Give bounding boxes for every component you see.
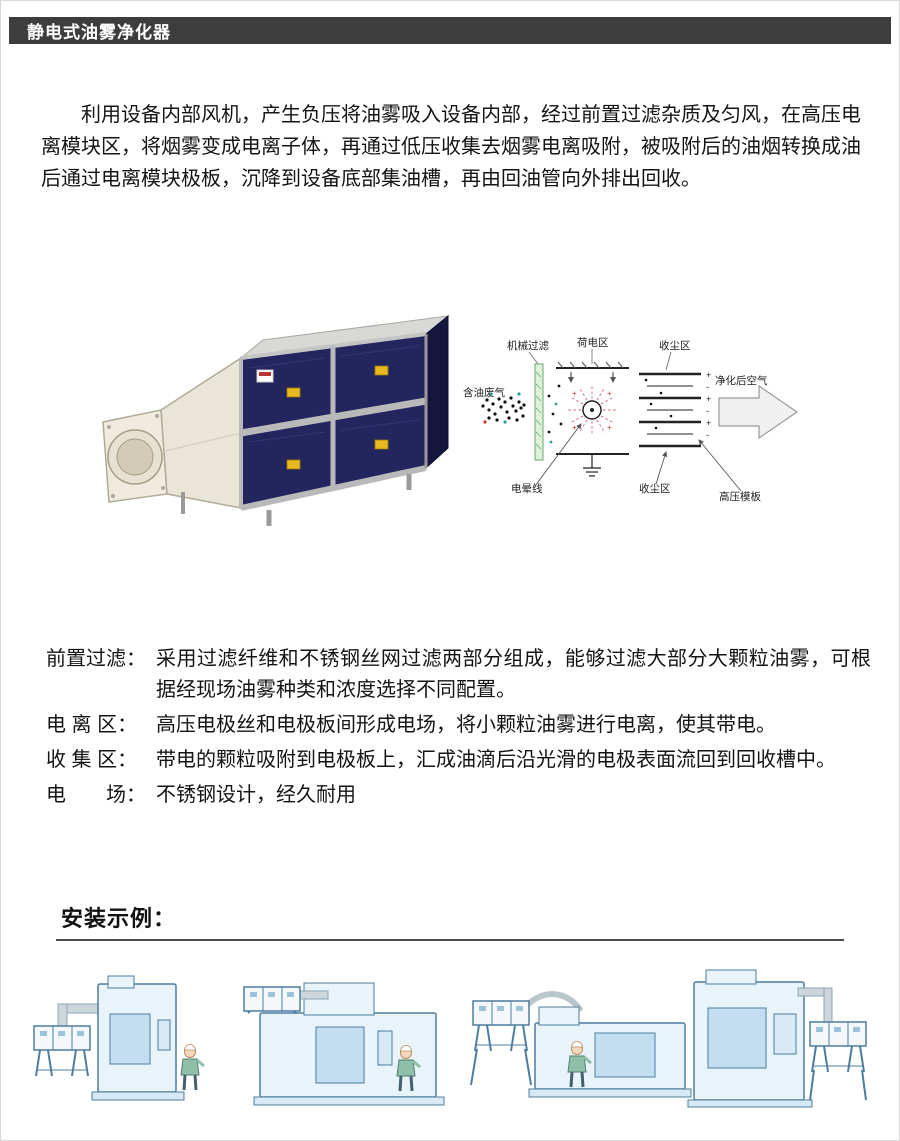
svg-text:-: -: [706, 430, 709, 440]
working-principle-diagram: 机械过滤 荷电区 收尘区 含油废气: [463, 336, 799, 503]
label-collect-zone-bottom: 收尘区: [639, 482, 671, 495]
svg-text:+: +: [607, 389, 612, 398]
section-divider: [56, 939, 844, 941]
label-inlet: 含油废气: [463, 386, 505, 399]
feature-desc: 高压电极丝和电极板间形成电场，将小颗粒油雾进行电离，使其带电。: [156, 714, 776, 736]
page-title: 静电式油雾净化器: [27, 23, 171, 42]
feature-row-collection: 收 集 区： 带电的颗粒吸附到电极板上，汇成油滴后沿光滑的电极表面流回到回收槽中…: [46, 745, 871, 776]
feature-desc: 采用过滤纤维和不锈钢丝网过滤两部分组成，能够过滤大部分大颗粒油雾，可根据经现场油…: [156, 648, 871, 701]
install-example-1: [33, 975, 206, 1101]
feature-term: 电 离 区：: [46, 714, 138, 736]
feature-desc: 带电的颗粒吸附到电极板上，汇成油滴后沿光滑的电极表面流回到回收槽中。: [156, 749, 836, 771]
svg-text:+: +: [572, 389, 577, 398]
install-heading: 安装示例：: [61, 906, 177, 931]
purifier-product-illustration: [102, 314, 450, 526]
intro-paragraph: 利用设备内部风机，产生负压将油雾吸入设备内部，经过前置过滤杂质及匀风，在高压电离…: [41, 104, 861, 190]
figures-row: 机械过滤 荷电区 收尘区 含油废气: [91, 296, 821, 541]
svg-text:+: +: [706, 418, 711, 428]
feature-desc: 不锈钢设计，经久耐用: [156, 784, 356, 806]
label-collect-zone-top: 收尘区: [659, 339, 691, 352]
label-charge-zone: 荷电区: [577, 336, 609, 349]
svg-text:-: -: [706, 382, 709, 392]
dirty-gas-dots: [481, 392, 526, 424]
label-mechanical-filter: 机械过滤: [507, 339, 549, 352]
label-outlet: 净化后空气: [715, 374, 768, 387]
installation-examples-illustration: [33, 969, 867, 1108]
install-example-3: [470, 991, 692, 1098]
svg-text:+: +: [706, 370, 711, 380]
feature-term: 电 场：: [46, 784, 146, 806]
feature-row-prefilter: 前置过滤： 采用过滤纤维和不锈钢丝网过滤两部分组成，能够过滤大部分大颗粒油雾，可…: [46, 644, 871, 706]
feature-term: 前置过滤：: [46, 648, 146, 670]
svg-text:+: +: [572, 423, 577, 432]
install-example-2: [243, 982, 445, 1106]
feature-row-ionization: 电 离 区： 高压电极丝和电极板间形成电场，将小颗粒油雾进行电离，使其带电。: [46, 710, 871, 741]
install-example-4: [687, 969, 867, 1108]
svg-text:+: +: [607, 423, 612, 432]
svg-text:+: +: [706, 394, 711, 404]
label-hv-plate: 高压模板: [719, 490, 761, 503]
section-title-bar: 静电式油雾净化器: [9, 17, 891, 44]
feature-term: 收 集 区：: [46, 749, 138, 771]
svg-text:-: -: [706, 406, 709, 416]
feature-row-field: 电 场： 不锈钢设计，经久耐用: [46, 780, 871, 811]
feature-list: 前置过滤： 采用过滤纤维和不锈钢丝网过滤两部分组成，能够过滤大部分大颗粒油雾，可…: [46, 644, 871, 815]
label-corona-wire: 电晕线: [511, 482, 543, 495]
